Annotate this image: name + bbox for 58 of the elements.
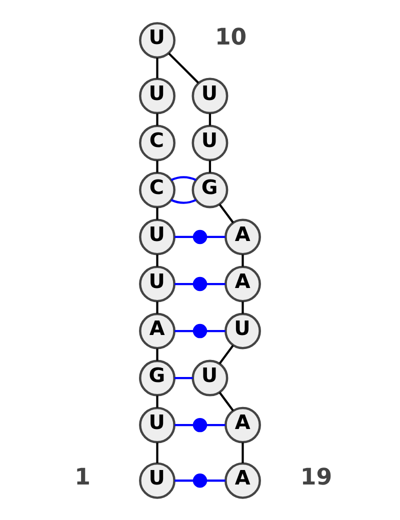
node-circle: U bbox=[224, 312, 261, 349]
node-circle: A bbox=[224, 462, 261, 498]
connector bbox=[156, 206, 158, 220]
label: 19 bbox=[300, 464, 332, 490]
connector bbox=[156, 348, 158, 360]
connector bbox=[218, 203, 234, 223]
connector bbox=[206, 235, 226, 238]
connector bbox=[174, 376, 193, 379]
node-circle: U bbox=[192, 77, 228, 114]
connector bbox=[174, 282, 194, 285]
connector bbox=[156, 254, 158, 266]
connector bbox=[206, 479, 226, 482]
connector bbox=[156, 301, 158, 314]
connector bbox=[156, 160, 158, 172]
connector bbox=[242, 254, 244, 266]
connector bbox=[170, 176, 196, 180]
connector bbox=[218, 344, 234, 364]
connector bbox=[218, 391, 234, 411]
connector bbox=[208, 160, 212, 172]
connector bbox=[206, 282, 226, 285]
node-circle: G bbox=[192, 171, 228, 208]
connector bbox=[156, 57, 158, 78]
node-circle: U bbox=[192, 359, 228, 396]
connector bbox=[168, 52, 200, 84]
node-circle: C bbox=[139, 171, 176, 208]
node-circle: U bbox=[139, 462, 176, 498]
connector bbox=[174, 479, 194, 482]
node-circle: U bbox=[139, 265, 176, 302]
node-circle: A bbox=[139, 312, 176, 349]
connector bbox=[208, 112, 212, 126]
connector bbox=[170, 198, 196, 204]
label: 1 bbox=[74, 464, 90, 490]
connector bbox=[156, 112, 158, 126]
connector bbox=[156, 442, 158, 463]
node-circle bbox=[192, 473, 208, 488]
node-circle: A bbox=[224, 218, 261, 255]
node-circle: G bbox=[139, 359, 176, 396]
label: 10 bbox=[214, 24, 247, 50]
node-circle bbox=[192, 229, 208, 244]
connector bbox=[206, 329, 226, 332]
node-circle: U bbox=[192, 124, 228, 161]
node-circle bbox=[192, 276, 208, 291]
node-circle: A bbox=[224, 265, 261, 302]
node-circle: C bbox=[139, 124, 176, 161]
connector bbox=[242, 301, 244, 314]
node-circle: U bbox=[139, 218, 176, 255]
connector bbox=[174, 235, 194, 238]
node-circle bbox=[192, 417, 208, 432]
node-circle bbox=[192, 323, 208, 338]
node-circle: U bbox=[139, 77, 176, 114]
connector bbox=[174, 424, 194, 426]
connector bbox=[242, 442, 244, 463]
connector bbox=[156, 395, 158, 408]
node-circle: U bbox=[139, 22, 176, 58]
connector bbox=[174, 329, 194, 332]
node-circle: A bbox=[224, 406, 261, 443]
node-circle: U bbox=[139, 406, 176, 443]
connector bbox=[206, 424, 226, 426]
